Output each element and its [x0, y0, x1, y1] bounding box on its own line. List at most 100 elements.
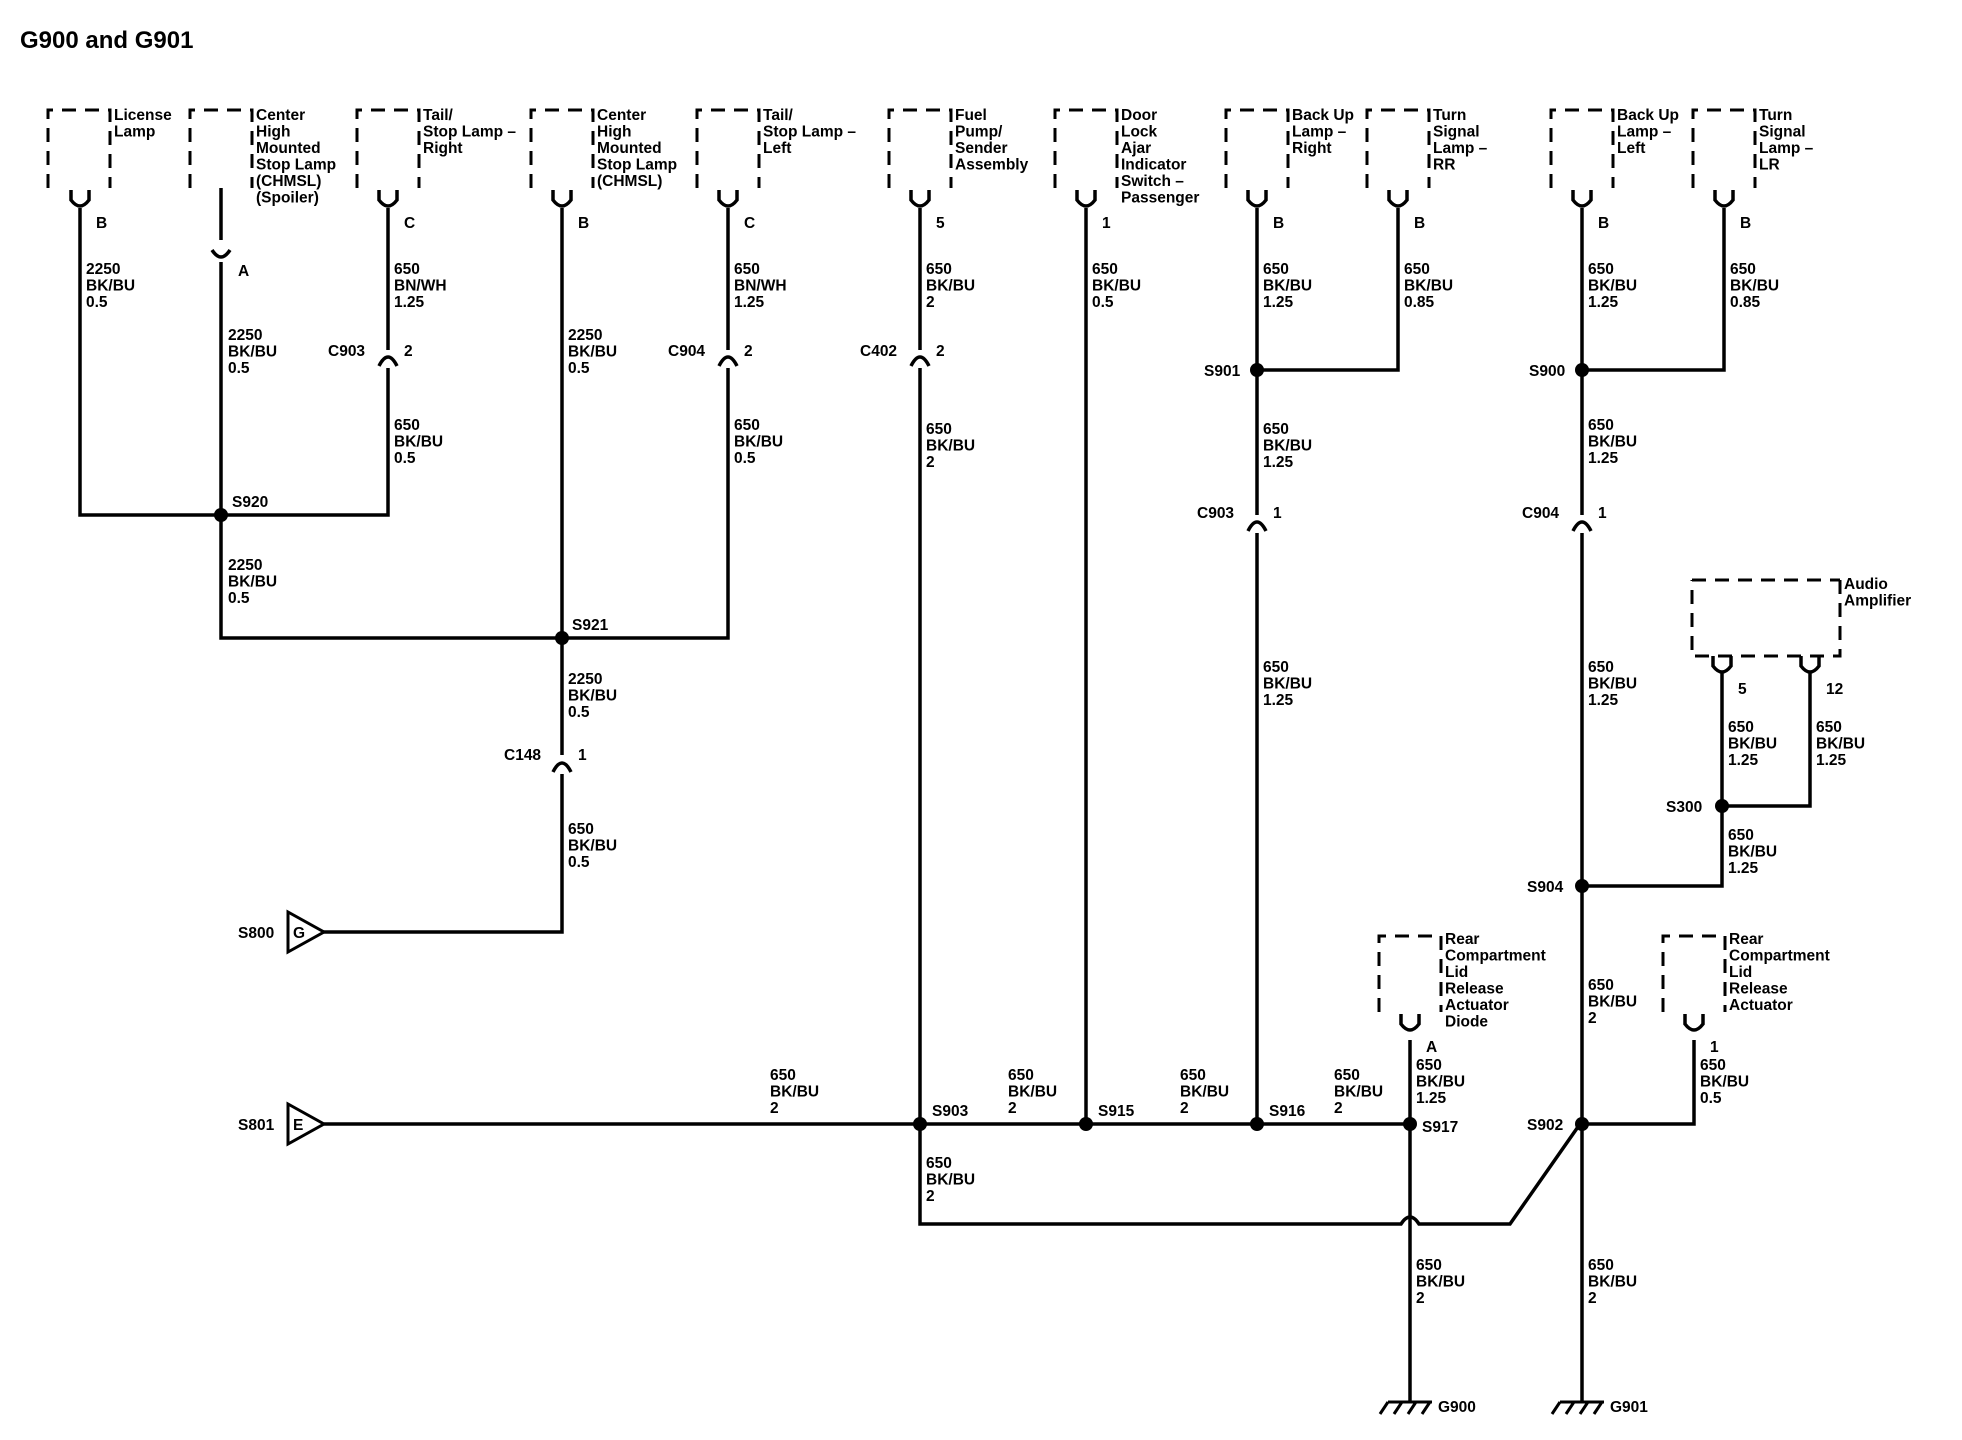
c148-pin-label: 1 — [578, 747, 587, 764]
audio-amp-box — [1690, 578, 1842, 658]
wire-turn-rr — [1257, 208, 1400, 372]
backup-right-pin-icon — [1246, 190, 1268, 208]
s300-label: S300 — [1666, 799, 1702, 816]
turn-rr-pin-icon — [1387, 190, 1409, 208]
s904-label: S904 — [1527, 879, 1564, 896]
components — [46, 108, 1842, 1012]
s916-label: S916 — [1269, 1103, 1306, 1120]
c904b-pin-label: 1 — [1598, 505, 1607, 522]
s800-label: S800 — [238, 925, 274, 942]
c402-label: C402 — [860, 343, 897, 360]
chmsl-spoiler-pin-label: A — [238, 263, 249, 280]
s904-splice-dot — [1575, 879, 1589, 893]
wire-amp-12-to-s300 — [1722, 672, 1812, 808]
g900-label: G900 — [1438, 1399, 1476, 1416]
s917-label: S917 — [1422, 1119, 1458, 1136]
c903a-connector-icon — [377, 355, 399, 367]
lid-diode-box — [1377, 934, 1443, 1012]
s801-letter: E — [293, 1117, 303, 1134]
connector-labels: C903 2 C904 2 C402 2 C903 1 C904 1 C148 … — [328, 343, 1607, 764]
c903a-pin-label: 2 — [404, 343, 413, 360]
chmsl-spoiler-pin-icon — [210, 248, 232, 259]
amp-pin-5-label: 5 — [1738, 681, 1747, 698]
component-pins — [69, 188, 1821, 1032]
splice-dots — [214, 363, 1729, 1131]
license-pin-label: B — [96, 215, 107, 232]
inline-connectors — [377, 355, 1593, 773]
license-pin-icon — [69, 190, 91, 208]
s800-letter: G — [293, 925, 305, 942]
s801-label: S801 — [238, 1117, 275, 1134]
c903b-label: C903 — [1197, 505, 1234, 522]
c148-connector-icon — [551, 761, 573, 773]
c402-pin-label: 2 — [936, 343, 945, 360]
c904a-label: C904 — [668, 343, 705, 360]
splice-labels: S920 S921 S901 S900 S300 S904 S903 S915 … — [232, 363, 1702, 1136]
fuel-pump-box — [887, 108, 953, 188]
c903b-pin-label: 1 — [1273, 505, 1282, 522]
s902-label: S902 — [1527, 1117, 1563, 1134]
g901-label: G901 — [1610, 1399, 1648, 1416]
wire-c148-to-s800 — [320, 774, 564, 934]
chmsl-spoiler-box — [188, 108, 254, 188]
turn-rr-pin-label: B — [1414, 215, 1425, 232]
tail-stop-right-label: Tail/Stop Lamp –Right — [423, 107, 516, 157]
wire-tail-left-to-s921 — [562, 368, 730, 640]
s917-splice-dot — [1403, 1117, 1417, 1131]
s903-splice-dot — [913, 1117, 927, 1131]
s920-splice-dot — [214, 508, 228, 522]
c402-connector-icon — [909, 355, 931, 367]
inline-arrows: G S800 E S801 — [238, 909, 328, 1147]
s920-label: S920 — [232, 494, 268, 511]
lid-actuator-pin-icon — [1683, 1014, 1705, 1032]
turn-rr-box — [1365, 108, 1431, 188]
door-pin-label: 1 — [1102, 215, 1111, 232]
s801-arrow-icon — [286, 1101, 328, 1147]
turn-lr-pin-label: B — [1740, 215, 1751, 232]
tail-right-pin-label: C — [404, 215, 415, 232]
s900-label: S900 — [1529, 363, 1565, 380]
chmsl-pin-label: B — [578, 215, 589, 232]
chmsl-box — [529, 108, 595, 188]
lid-diode-pin-icon — [1399, 1014, 1421, 1032]
g900-ground-icon — [1378, 1400, 1432, 1415]
fuel-pin-label: 5 — [936, 215, 945, 232]
backup-right-pin-label: B — [1273, 215, 1284, 232]
wire-amp-5-to-s904 — [1582, 672, 1724, 888]
tail-stop-left-box — [695, 108, 761, 188]
c903a-label: C903 — [328, 343, 365, 360]
backup-left-box — [1549, 108, 1615, 188]
wires — [78, 208, 1812, 1402]
pin-labels: B A C B C 5 1 B B B B 5 12 A 1 — [96, 215, 1843, 1056]
